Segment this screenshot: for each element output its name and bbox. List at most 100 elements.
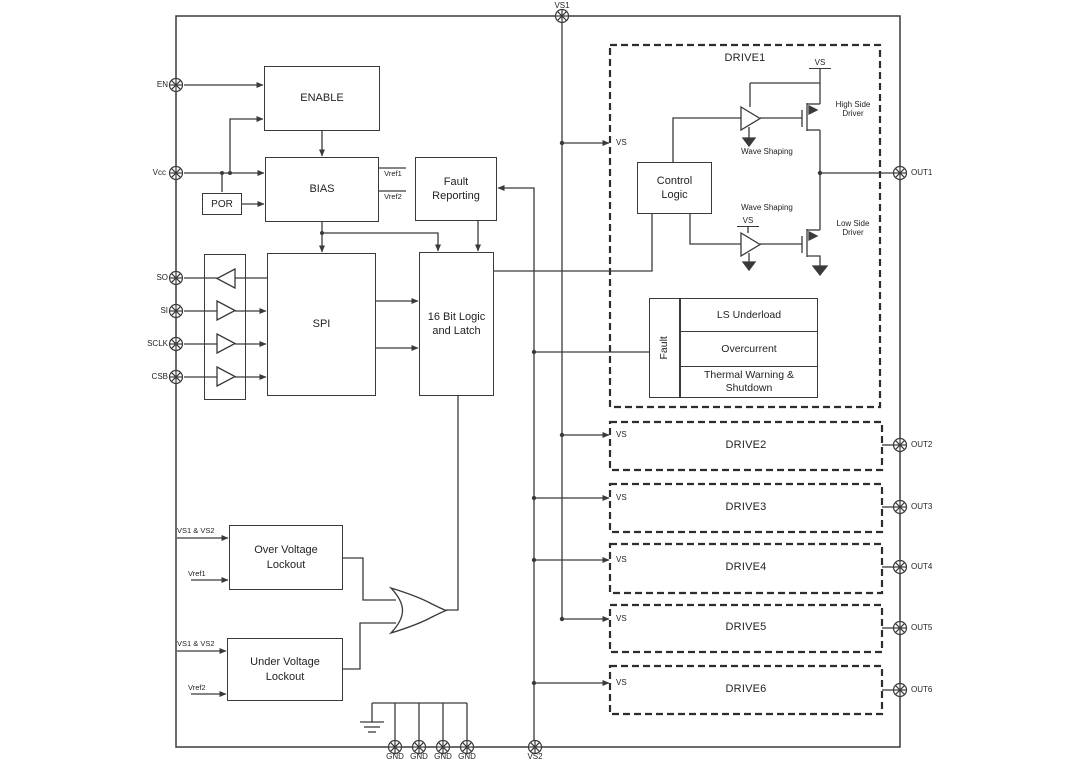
enable-block: ENABLE bbox=[264, 66, 380, 131]
under-voltage-lockout-block: Under Voltage Lockout bbox=[227, 638, 343, 701]
out4-pin-label: OUT4 bbox=[911, 562, 933, 571]
drive3-vs-label: VS bbox=[616, 493, 627, 502]
input-buffer-triangles bbox=[215, 267, 237, 388]
csb-pin-label: CSB bbox=[151, 372, 168, 381]
fault-cells: LS Underload Overcurrent Thermal Warning… bbox=[680, 298, 818, 398]
drive4-vs-label: VS bbox=[616, 555, 627, 564]
drive5-box bbox=[608, 603, 884, 654]
logic-latch-block: 16 Bit Logic and Latch bbox=[419, 252, 494, 396]
por-block: POR bbox=[202, 193, 242, 215]
pin-out1 bbox=[892, 165, 908, 181]
hs-wave-shaping-label: Wave Shaping bbox=[741, 147, 793, 156]
fault-reporting-label: Fault Reporting bbox=[432, 175, 480, 202]
wiring bbox=[177, 23, 893, 740]
bias-label: BIAS bbox=[309, 183, 335, 196]
drive-output-stubs bbox=[882, 444, 893, 691]
pin-out6 bbox=[892, 682, 908, 698]
drive5-vs-label: VS bbox=[616, 614, 627, 623]
por-label: POR bbox=[211, 198, 233, 210]
pin-vcc bbox=[168, 165, 184, 181]
drive2-vs-label: VS bbox=[616, 430, 627, 439]
ls-amp-ground-icon bbox=[741, 261, 757, 272]
over-voltage-lockout-block: Over Voltage Lockout bbox=[229, 525, 343, 590]
ls-mosfet-arrow bbox=[808, 230, 819, 242]
drive2-title: DRIVE2 bbox=[725, 439, 767, 451]
si-pin-label: SI bbox=[160, 306, 168, 315]
pin-si bbox=[168, 303, 184, 319]
high-side-driver-label: High Side Driver bbox=[835, 100, 871, 119]
pin-en bbox=[168, 77, 184, 93]
sclk-buffer-triangle bbox=[216, 332, 237, 355]
drive1-box bbox=[608, 43, 882, 409]
or-gate bbox=[388, 586, 448, 635]
fault-cell-overcurrent: Overcurrent bbox=[681, 332, 817, 367]
vs2-pin-label: VS2 bbox=[527, 752, 543, 761]
wires-ground bbox=[360, 702, 468, 740]
si-buffer-triangle bbox=[216, 299, 237, 322]
fault-label: Fault bbox=[657, 336, 670, 360]
control-logic-label: Control Logic bbox=[656, 174, 693, 201]
sclk-pin-label: SCLK bbox=[147, 339, 168, 348]
uvl-vs-input-label: VS1 & VS2 bbox=[177, 639, 215, 648]
pin-out3 bbox=[892, 499, 908, 515]
bias-block: BIAS bbox=[265, 157, 379, 222]
drive4-box bbox=[608, 542, 884, 595]
control-logic-block: Control Logic bbox=[637, 162, 712, 214]
vref2-stub-label: Vref2 bbox=[384, 192, 402, 201]
vref1-stub-label: Vref1 bbox=[384, 169, 402, 178]
under-voltage-label: Under Voltage Lockout bbox=[250, 656, 320, 683]
hs-vs-rail-label: VS bbox=[809, 58, 831, 69]
en-pin-label: EN bbox=[156, 80, 168, 89]
gnd4-pin-label: GND bbox=[458, 752, 476, 761]
wires-supply-bus bbox=[497, 23, 649, 740]
gnd3-pin-label: GND bbox=[434, 752, 452, 761]
pin-out2 bbox=[892, 437, 908, 453]
hs-ground-icon bbox=[741, 137, 757, 148]
wires-spi bbox=[184, 214, 653, 380]
pin-sclk bbox=[168, 336, 184, 352]
fault-column: Fault bbox=[649, 298, 680, 398]
drive3-box bbox=[608, 482, 884, 534]
uvl-vref2-input-label: Vref2 bbox=[188, 683, 206, 692]
drive6-title: DRIVE6 bbox=[725, 683, 767, 695]
ls-wave-shaping-label: Wave Shaping bbox=[741, 203, 793, 212]
csb-buffer-triangle bbox=[216, 365, 237, 388]
spi-block: SPI bbox=[267, 253, 376, 396]
vs1-pin-label: VS1 bbox=[554, 1, 570, 10]
pin-out4 bbox=[892, 559, 908, 575]
enable-label: ENABLE bbox=[300, 92, 344, 105]
hs-mosfet-arrow bbox=[808, 104, 819, 116]
high-side-amp-triangle bbox=[740, 105, 762, 132]
drive1-vs-label: VS bbox=[616, 138, 627, 147]
drive-dashed-boxes bbox=[608, 43, 884, 716]
low-side-driver-label: Low Side Driver bbox=[836, 219, 870, 238]
logic-latch-label: 16 Bit Logic and Latch bbox=[427, 310, 486, 337]
over-voltage-label: Over Voltage Lockout bbox=[254, 544, 318, 571]
ls-vs-rail-label: VS bbox=[737, 216, 759, 227]
drive1-title: DRIVE1 bbox=[724, 52, 766, 64]
so-pin-label: SO bbox=[156, 273, 168, 282]
drive6-box bbox=[608, 664, 884, 716]
pin-csb bbox=[168, 369, 184, 385]
ovl-vref1-input-label: Vref1 bbox=[188, 569, 206, 578]
drive5-title: DRIVE5 bbox=[725, 621, 767, 633]
so-buffer-triangle bbox=[215, 267, 236, 290]
out2-pin-label: OUT2 bbox=[911, 440, 933, 449]
ovl-vs-input-label: VS1 & VS2 bbox=[177, 526, 215, 535]
fault-cell-thermal: Thermal Warning & Shutdown bbox=[703, 369, 795, 394]
drive6-vs-label: VS bbox=[616, 678, 627, 687]
out3-pin-label: OUT3 bbox=[911, 502, 933, 511]
drive1-circuit bbox=[672, 69, 893, 277]
pin-so bbox=[168, 270, 184, 286]
out1-pin-label: OUT1 bbox=[911, 168, 933, 177]
out6-pin-label: OUT6 bbox=[911, 685, 933, 694]
gnd1-pin-label: GND bbox=[386, 752, 404, 761]
spi-label: SPI bbox=[312, 318, 331, 331]
out5-pin-label: OUT5 bbox=[911, 623, 933, 632]
fault-cell-ls-underload: LS Underload bbox=[681, 299, 817, 332]
pin-vs1 bbox=[554, 8, 570, 24]
gnd2-pin-label: GND bbox=[410, 752, 428, 761]
drive3-title: DRIVE3 bbox=[725, 501, 767, 513]
